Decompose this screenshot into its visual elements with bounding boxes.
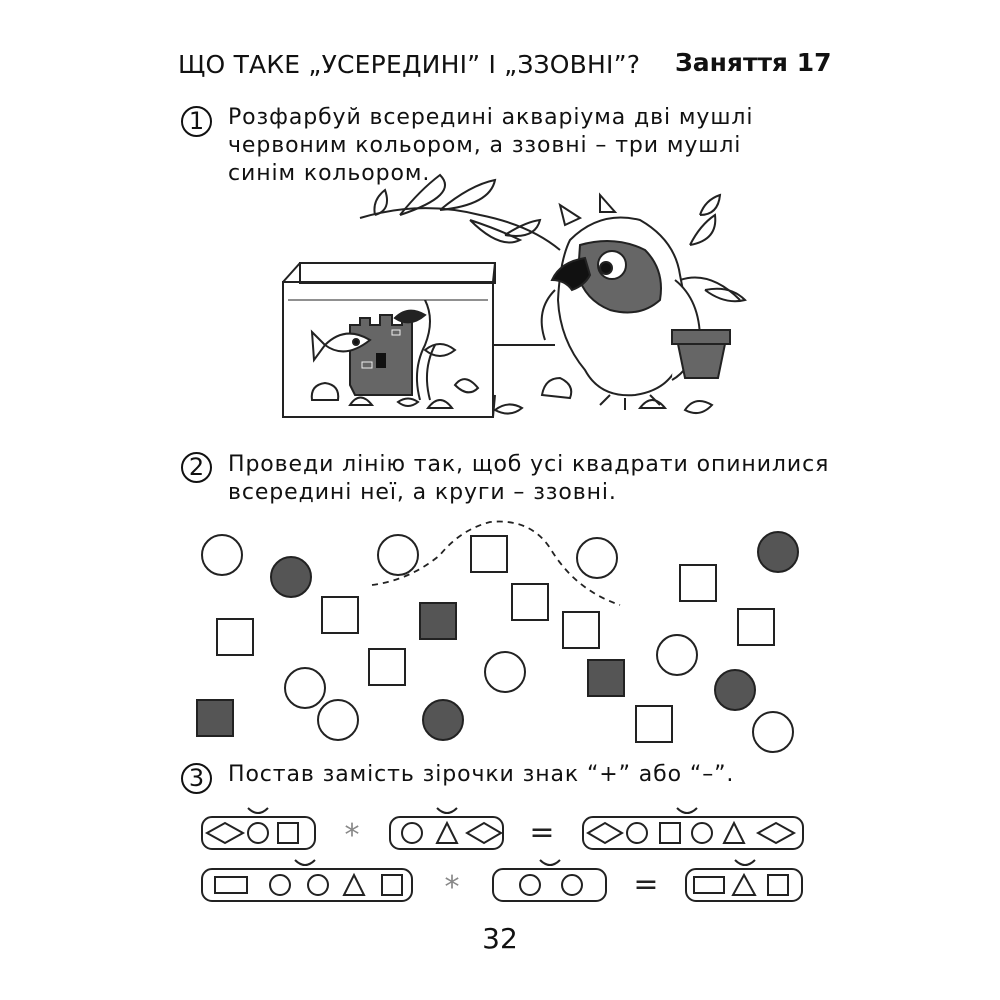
- task-3-text: Постав замість зірочки знак “+” або “–”.: [228, 761, 734, 789]
- shape-group-box: [685, 868, 803, 902]
- page-number: 32: [482, 922, 518, 955]
- brace-arc: [734, 859, 756, 866]
- square-white: [635, 705, 673, 743]
- brace-arc: [294, 859, 316, 866]
- circle-white: [317, 699, 359, 741]
- seaweed-icon: [415, 299, 436, 401]
- circle-white: [201, 534, 243, 576]
- circle-white: [752, 711, 794, 753]
- square-white: [470, 535, 508, 573]
- brace-arc: [539, 859, 561, 866]
- rhombus-shape: [755, 821, 797, 845]
- square-white: [368, 648, 406, 686]
- plant-pot-icon: [671, 329, 731, 379]
- triangle-shape: [731, 872, 757, 896]
- rhombus-shape: [586, 821, 624, 845]
- shape-group-box: [389, 816, 504, 850]
- circle-shape: [691, 822, 713, 844]
- vine-icon: [359, 173, 747, 303]
- circle-dark: [422, 699, 464, 741]
- task-2-line-2: всередині неї, а круги – ззовні.: [228, 480, 617, 505]
- triangle-shape: [435, 820, 459, 844]
- task-1-line-1: Розфарбуй всередині акваріума дві мушлі: [228, 105, 754, 130]
- castle-icon: [349, 314, 413, 396]
- circle-dark: [757, 531, 799, 573]
- brace-arc: [676, 807, 698, 814]
- square-dark: [419, 602, 457, 640]
- task-2-line-1: Проведи лінію так, щоб усі квадрати опин…: [228, 452, 830, 477]
- parrot-icon: [540, 192, 702, 410]
- star-operator[interactable]: *: [445, 870, 460, 905]
- square-white: [216, 618, 254, 656]
- square-dark: [587, 659, 625, 697]
- brace-arc: [247, 807, 269, 814]
- equals-sign: =: [633, 867, 658, 902]
- square-shape: [767, 874, 789, 896]
- square-shape: [659, 822, 681, 844]
- task-1-line-2: червоним кольором, а ззовні – три мушлі: [228, 133, 742, 158]
- equals-sign: =: [529, 815, 554, 850]
- brace-arc: [436, 807, 458, 814]
- equation-row-1: [201, 807, 804, 850]
- square-shape: [277, 822, 299, 844]
- dashed-guide-line: [371, 520, 621, 606]
- page-title: ЩО ТАКЕ „УСЕРЕДИНІ” І „ЗЗОВНІ”?: [178, 50, 641, 79]
- circle-shape: [247, 822, 269, 844]
- task-1-number: 1: [181, 106, 212, 137]
- task-3-number: 3: [181, 763, 212, 794]
- triangle-shape: [342, 872, 366, 896]
- circle-shape: [307, 874, 329, 896]
- rhombus-shape: [465, 821, 503, 845]
- circle-white: [656, 634, 698, 676]
- shell-icon: [310, 376, 714, 415]
- circle-shape: [561, 874, 583, 896]
- rectangle-shape: [693, 876, 725, 894]
- star-operator[interactable]: *: [345, 818, 360, 853]
- circle-shape: [401, 822, 423, 844]
- triangle-shape: [722, 820, 746, 844]
- square-white: [321, 596, 359, 634]
- equation-row-2: [201, 859, 803, 902]
- square-white: [511, 583, 549, 621]
- rectangle-shape: [214, 876, 248, 894]
- shape-group-box: [201, 868, 413, 902]
- circle-shape: [626, 822, 648, 844]
- shape-group-box: [582, 816, 804, 850]
- task-3-line-1: Постав замість зірочки знак “+” або “–”.: [228, 762, 735, 787]
- square-white: [737, 608, 775, 646]
- square-dark: [196, 699, 234, 737]
- task-1-line-3: синім кольором.: [228, 161, 431, 186]
- circle-white: [484, 651, 526, 693]
- fish-icon: [310, 309, 457, 363]
- circle-white: [284, 667, 326, 709]
- task-2-number: 2: [181, 452, 212, 483]
- circle-shape: [519, 874, 541, 896]
- circle-white: [576, 537, 618, 579]
- circle-dark: [714, 669, 756, 711]
- square-shape: [381, 874, 403, 896]
- square-white: [562, 611, 600, 649]
- circle-shape: [269, 874, 291, 896]
- circle-dark: [270, 556, 312, 598]
- shape-group-box: [492, 868, 607, 902]
- task-2-text: Проведи лінію так, щоб усі квадрати опин…: [228, 451, 829, 507]
- circle-white: [377, 534, 419, 576]
- aquarium-icon: [282, 262, 555, 418]
- rhombus-shape: [204, 821, 246, 845]
- lesson-label: Заняття 17: [675, 48, 832, 77]
- square-white: [679, 564, 717, 602]
- task-1-text: Розфарбуй всередині акваріума дві мушлі …: [228, 104, 753, 188]
- shape-group-box: [201, 816, 316, 850]
